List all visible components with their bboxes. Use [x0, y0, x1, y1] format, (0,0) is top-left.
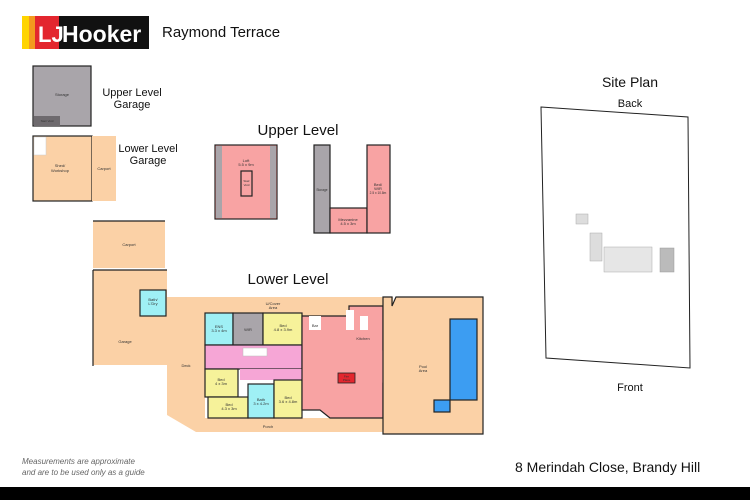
room-label: Bar	[312, 323, 319, 328]
room-label: Fire	[344, 375, 349, 379]
room-label: Carport	[97, 166, 111, 171]
section-title: Upper Level	[258, 122, 339, 139]
site-front-label: Front	[617, 382, 643, 394]
room-label: Storage	[316, 188, 327, 192]
room-label: U/Cover	[266, 301, 281, 306]
disclaimer: Measurements are approximate	[22, 457, 135, 466]
room-label: Mezzanine	[338, 217, 358, 222]
room-label: Storage	[55, 92, 70, 97]
room-label: ENS	[215, 324, 224, 329]
room-label: Kitchen	[356, 336, 369, 341]
upper-u-block: Storage Bed/ WIR 2.5 x 10.8m Mezzanine 4…	[313, 144, 391, 234]
room-label: Garage	[118, 339, 132, 344]
property-address: 8 Merindah Close, Brandy Hill	[515, 459, 700, 475]
room-label: Bed	[217, 377, 224, 382]
room-label: Workshop	[51, 168, 70, 173]
room-label: 4.8 x 3.9m	[274, 327, 293, 332]
room-label: Void	[244, 183, 250, 187]
room-label: LJ	[38, 22, 64, 47]
room-label: WIR	[374, 186, 382, 191]
office-name: Raymond Terrace	[162, 24, 280, 41]
section-title: Upper Level	[102, 87, 161, 99]
room-label: 5.5 x 9m	[238, 162, 254, 167]
site-plan	[540, 106, 691, 369]
disclaimer: and are to be used only as a guide	[22, 468, 145, 477]
room-label: 3 x 4.2m	[253, 401, 269, 406]
room-label: WIR	[244, 327, 252, 332]
upper-level-garage: Storage Stair Void	[32, 65, 92, 127]
room-label: Carport	[122, 242, 136, 247]
site-plan-title: Site Plan	[602, 74, 658, 90]
lower-level-garage: Shed/ Workshop Carport	[32, 135, 116, 202]
section-title: Lower Level	[248, 271, 329, 288]
room-label: Stair	[243, 179, 249, 183]
room-label: 3.3 x 4m	[211, 328, 227, 333]
section-title: Garage	[114, 99, 151, 111]
room-label: Area	[419, 368, 428, 373]
room-label: Stair Void	[41, 119, 54, 123]
bottom-bar	[0, 487, 750, 500]
room-label: 4 x 3m	[215, 381, 228, 386]
section-title: Garage	[130, 155, 167, 167]
lj-hooker-logo: LJ Hooker	[22, 16, 149, 49]
brand-name: Hooker	[62, 21, 141, 47]
room-label: 3.6 x 4.8m	[279, 399, 298, 404]
room-label: Bed	[225, 402, 232, 407]
room-label: Pool	[419, 364, 427, 369]
room-label: Bed	[284, 395, 291, 400]
room-label: Loft	[243, 158, 251, 163]
room-label: Deck	[181, 363, 190, 368]
room-label: Bath/	[148, 297, 158, 302]
room-label: 2.5 x 10.8m	[370, 191, 387, 195]
room-label: Place	[343, 378, 351, 382]
room-label: Porch	[263, 424, 273, 429]
room-label: L'Dry	[148, 301, 157, 306]
room-label: 4.3 x 3m	[221, 406, 237, 411]
lower-level-plan: Carport Bath/ L'Dry Garage Deck U/Cover …	[92, 220, 484, 435]
room-label: Shed/	[55, 163, 66, 168]
section-title: Lower Level	[118, 143, 177, 155]
room-label: Bath	[257, 397, 265, 402]
room-label: Bed	[279, 323, 286, 328]
site-back-label: Back	[618, 98, 643, 110]
room-label: Bed/	[374, 182, 383, 187]
loft: Loft 5.5 x 9m Stair Void	[214, 144, 278, 220]
room-label: Area	[269, 305, 278, 310]
room-label: 4.5 x 3m	[340, 221, 356, 226]
